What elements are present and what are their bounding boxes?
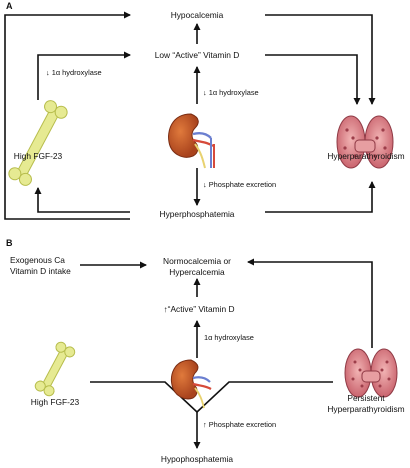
kidney-icon [168,113,215,169]
panel-a-arrows [4,11,376,220]
arrow-hypocalcemia-to-parathyroid [265,14,376,105]
phosphate-excretion-label: ↓ Phosphate excretion [203,180,277,189]
normocalcemia-label-line2: Hypercalcemia [169,267,225,277]
exogenous-label-line2: Vitamin D intake [10,266,71,276]
bone-icon [34,341,76,397]
arrow-parathyroid-to-normocalcemia [247,258,373,348]
persistent-label-line2: Hyperparathyroidism [327,404,405,414]
v-shape-connector [90,381,333,414]
arrow-vitd-to-parathyroid [265,54,361,105]
low-vitamin-d-label: Low “Active” Vitamin D [154,50,240,60]
hyperparathyroidism-label: Hyperparathyroidism [327,151,405,161]
arrow-hyperphosphatemia-to-bone [34,187,130,213]
hydroxylase-label: 1α hydroxylase [204,333,254,342]
panel-b-arrows [80,258,373,449]
hydroxylase-left-label: ↓ 1α hydroxylase [46,68,102,77]
arrow-outer-to-hypocalcemia [4,11,131,220]
persistent-label-line1: Persistent [347,393,385,403]
hyperphosphatemia-label: Hyperphosphatemia [159,209,235,219]
arrow-hyperphosphatemia-to-parathyroid [265,181,376,213]
high-fgf23-label: High FGF-23 [30,397,80,407]
panel-a-label: A [6,1,13,11]
panel-b-label: B [6,238,13,248]
hydroxylase-center-label: ↓ 1α hydroxylase [203,88,259,97]
parathyroid-icon [344,348,398,398]
arrow-fgf-to-vitd [37,51,131,100]
normocalcemia-label-line1: Normocalcemia or [163,256,231,266]
exogenous-label-line1: Exogenous Ca [10,255,65,265]
hypophosphatemia-label: Hypophosphatemia [160,454,234,464]
hypocalcemia-label: Hypocalcemia [170,10,224,20]
active-vitamin-d-label: ↑“Active” Vitamin D [163,304,235,314]
phosphate-excretion-label: ↑ Phosphate excretion [203,420,277,429]
bone-icon [8,100,68,186]
parathyroid-icon [336,115,394,169]
kidney-icon [171,359,212,409]
high-fgf23-label: High FGF-23 [13,151,63,161]
